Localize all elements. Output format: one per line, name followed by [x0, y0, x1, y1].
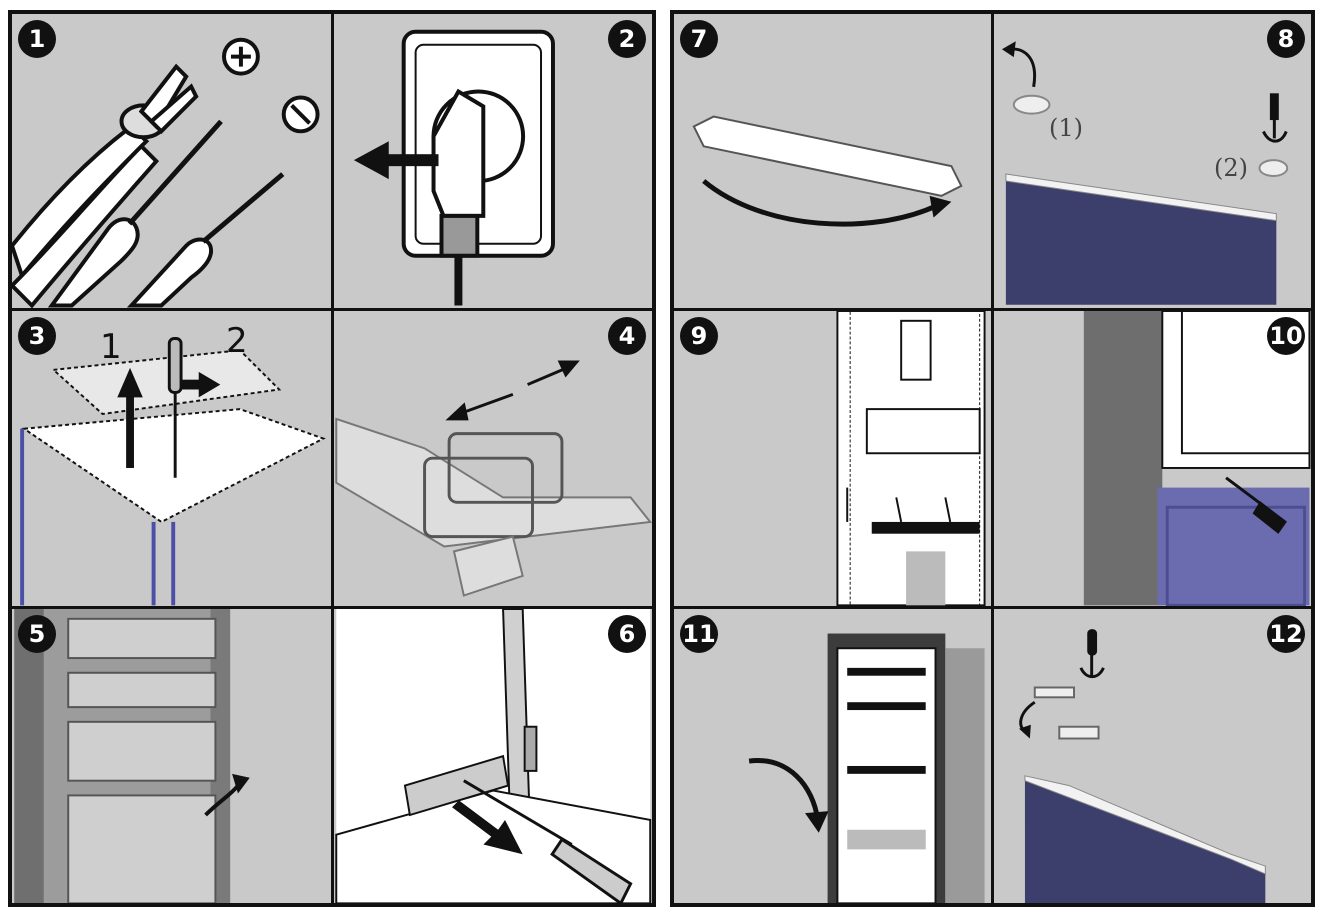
- panel-3-remove-hinge-cover: 3 1 2: [12, 311, 331, 606]
- door-top-illustration: [1001, 41, 1289, 305]
- drawers-illustration: [14, 608, 250, 903]
- arrow-icon: [353, 141, 439, 180]
- freezer-drawer: [1157, 487, 1310, 606]
- strip-illustration: [692, 115, 963, 227]
- arrow-icon: [846, 487, 952, 523]
- arrow-icon: [204, 783, 240, 817]
- panel-4-top-hinge: 4: [333, 311, 652, 606]
- swing-door-illustration: [748, 633, 985, 903]
- step-number-6: 6: [608, 614, 646, 653]
- plus-screw-icon: [222, 37, 260, 76]
- arrow-icon: [451, 799, 523, 854]
- step-number-5: 5: [18, 614, 56, 653]
- panel-11-swing-door: 11: [674, 608, 991, 903]
- arrow-icon: [444, 360, 580, 421]
- left-instruction-grid: 1: [8, 10, 656, 907]
- panel-12-reinstall-hinge: 12: [994, 608, 1311, 903]
- arrow-icon: [702, 179, 938, 227]
- phillips-screwdriver-icon: [1079, 628, 1105, 678]
- step-number-11: 11: [680, 614, 718, 653]
- panel-8-door-top: 8 (1) (2): [994, 14, 1311, 309]
- step-number-8: 8: [1267, 20, 1305, 58]
- door-stop-cap: [1012, 94, 1051, 115]
- step-number-7: 7: [680, 20, 718, 58]
- phillips-screwdriver-icon: [1262, 93, 1288, 143]
- panel-6-bottom-hinge: 6: [333, 608, 652, 903]
- flat-screwdriver-icon: [1225, 476, 1287, 535]
- panel-1-tools: 1: [12, 14, 331, 309]
- phillips-screwdriver-icon: [167, 337, 183, 479]
- step-number-2: 2: [608, 20, 646, 58]
- step-number-9: 9: [680, 317, 718, 356]
- hinge-cover-illustration: [20, 337, 326, 606]
- right-instruction-grid: 7 8 (1) (2) 9: [670, 10, 1315, 907]
- freezer-drawer-illustration: [1083, 311, 1311, 606]
- panel-10-freezer-drawer: 10: [994, 311, 1311, 606]
- arrow-icon: [748, 757, 821, 820]
- flat-screwdriver-icon: [462, 779, 633, 903]
- reinstall-hinge-illustration: [1019, 628, 1266, 903]
- arrow-icon: [117, 368, 221, 469]
- pliers-icon: [12, 63, 199, 309]
- bottom-hinge-illustration: [334, 608, 651, 903]
- phillips-screwdriver-icon: [47, 119, 223, 308]
- top-hinge-illustration: [334, 360, 652, 598]
- step-number-3: 3: [18, 317, 56, 356]
- step-label-2: 2: [226, 321, 248, 362]
- minus-screw-icon: [281, 95, 320, 134]
- step-label-paren-1: (1): [1049, 114, 1083, 142]
- step-number-1: 1: [18, 20, 56, 58]
- door-interior-illustration: [836, 311, 986, 606]
- panel-5-remove-drawers: 5: [12, 608, 331, 903]
- step-label-paren-2: (2): [1214, 154, 1248, 182]
- step-label-1: 1: [100, 327, 122, 368]
- panel-9-door-interior: 9: [674, 311, 991, 606]
- panel-7-move-strip: 7: [674, 14, 991, 309]
- tools-illustration: [12, 37, 320, 309]
- flat-screwdriver-icon: [126, 172, 285, 308]
- step-number-12: 12: [1267, 614, 1305, 653]
- unplug-illustration: [353, 29, 555, 306]
- panel-2-unplug: 2: [333, 14, 652, 309]
- step-number-10: 10: [1267, 317, 1305, 356]
- refrigerator-door: [1005, 180, 1277, 305]
- power-plug-icon: [431, 88, 485, 306]
- step-number-4: 4: [608, 317, 646, 356]
- refrigerator-door: [1024, 780, 1266, 903]
